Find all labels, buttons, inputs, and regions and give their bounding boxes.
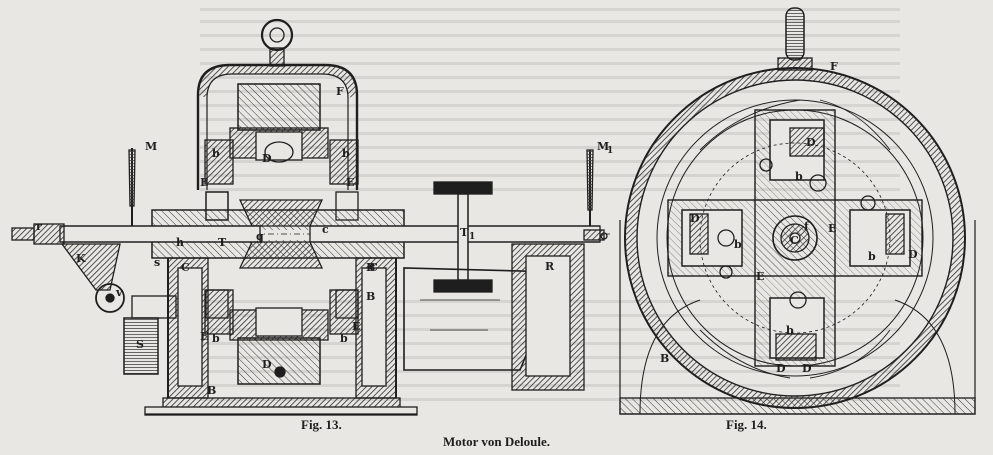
figure-14-caption: Fig. 14.	[726, 417, 767, 432]
label-fig14-E2: E	[756, 270, 764, 283]
label-E2: E	[346, 176, 354, 189]
label-fig14-b2: b	[734, 238, 742, 251]
label-B3: B	[366, 261, 375, 274]
label-fig14-b1: b	[795, 170, 803, 183]
figure-13-sectional-view	[11, 18, 610, 416]
label-fig14-b3: b	[868, 250, 876, 263]
label-R: R	[545, 260, 555, 273]
label-E3: E	[200, 330, 208, 343]
lifting-eye	[260, 18, 294, 52]
label-r: r	[36, 220, 42, 233]
label-b3: b	[212, 332, 220, 345]
label-b4: b	[340, 332, 348, 345]
label-g: g	[256, 230, 264, 243]
label-fig14-D1: D	[806, 136, 816, 149]
label-M: M	[145, 140, 157, 153]
label-S: S	[136, 338, 144, 351]
label-fig14-B: B	[660, 352, 669, 365]
label-E1: E	[200, 176, 208, 189]
label-fig14-f: f	[804, 220, 810, 233]
label-fig14-D4: D	[776, 362, 786, 375]
label-fig14-E1: E	[828, 222, 836, 235]
figure-13-labels: M M 1 F D D b b b b E E E E B B B C C T …	[36, 85, 613, 397]
main-caption: Motor von Deloule.	[443, 434, 550, 449]
label-T: T	[218, 236, 227, 249]
label-M1: M	[597, 140, 609, 153]
label-fig14-b4: b	[786, 324, 794, 337]
label-fig14-F: F	[830, 60, 838, 73]
label-b2: b	[342, 147, 350, 160]
figure-14-front-view	[619, 7, 976, 415]
label-D-bottom: D	[262, 358, 272, 371]
label-C1: C	[181, 261, 190, 274]
label-K: K	[76, 252, 86, 265]
label-b1: b	[212, 147, 220, 160]
label-E4: E	[352, 320, 360, 333]
label-T1: T	[460, 226, 469, 239]
label-D-top: D	[262, 152, 272, 165]
label-M1-sub: 1	[607, 146, 613, 156]
figure-13-caption: Fig. 13.	[301, 417, 342, 432]
label-F: F	[336, 85, 344, 98]
label-fig14-D2: D	[690, 212, 700, 225]
label-B1: B	[207, 384, 216, 397]
label-h: h	[176, 236, 184, 249]
label-T1-sub: 1	[469, 232, 475, 242]
figure-14-labels: F B C E E D D D D D b b b b f	[660, 60, 918, 375]
label-fig14-D3: D	[908, 248, 918, 261]
label-c: c	[322, 223, 329, 236]
label-C2: C	[369, 261, 378, 274]
label-fig14-C: C	[790, 234, 799, 247]
label-v: v	[115, 286, 123, 299]
label-s: s	[154, 256, 160, 269]
label-B2: B	[366, 290, 375, 303]
label-fig14-D5: D	[802, 362, 812, 375]
